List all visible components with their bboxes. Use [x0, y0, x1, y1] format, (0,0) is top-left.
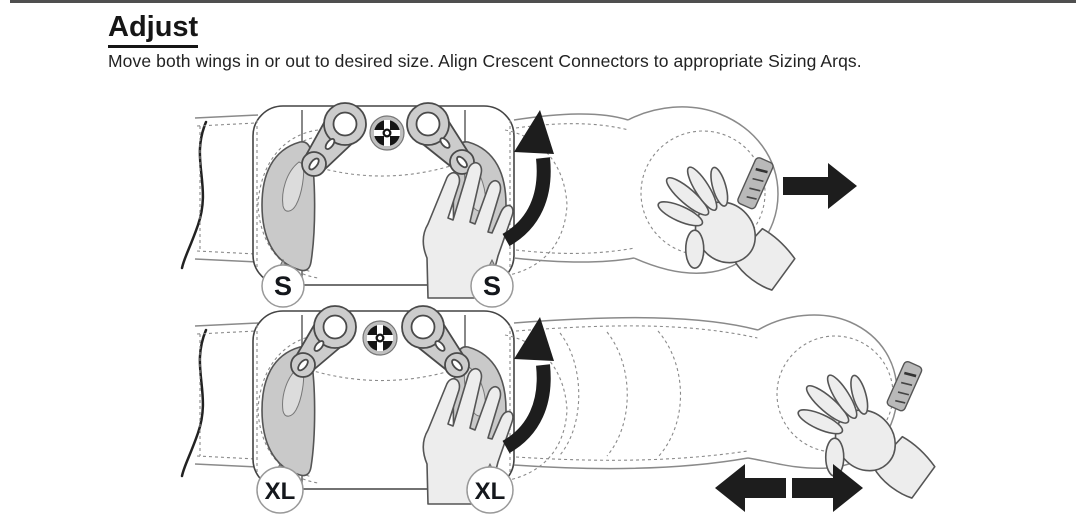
size-marker-small-left: S	[261, 258, 305, 308]
left-band	[194, 114, 259, 263]
crescent-connector-right	[406, 102, 475, 175]
diagram-small-setting: S S	[180, 102, 857, 324]
belt-edge-wave	[180, 328, 208, 478]
page-title: Adjust	[108, 11, 199, 48]
instruction-text: Move both wings in or out to desired siz…	[108, 51, 862, 71]
curved-up-arrow-icon	[502, 317, 554, 454]
curved-up-arrow-icon	[502, 110, 554, 247]
left-band	[194, 322, 259, 468]
diagram-xl-setting: XL XL	[180, 305, 946, 532]
pulley-dial-icon	[362, 320, 398, 356]
size-marker-label: XL	[475, 478, 506, 505]
left-right-arrow-icon	[715, 464, 863, 512]
pulley-dial-icon	[369, 115, 405, 151]
size-marker-small-right: S	[470, 258, 514, 308]
right-arrow-icon	[783, 163, 857, 209]
pull-tab	[886, 360, 923, 412]
belt-edge-wave	[180, 120, 208, 270]
crescent-connector-left	[290, 305, 357, 378]
crescent-connector-left	[301, 102, 367, 177]
top-rule	[10, 0, 1076, 3]
size-marker-xl-right: XL	[466, 462, 514, 514]
size-marker-xl-left: XL	[256, 462, 304, 514]
left-wing-pad	[257, 129, 319, 279]
crescent-connector-right	[401, 305, 470, 378]
size-marker-label: XL	[265, 478, 296, 505]
left-wing-pad	[257, 334, 319, 484]
pull-tab	[737, 157, 774, 210]
size-marker-label: S	[483, 271, 501, 301]
belt-strap-right	[513, 316, 771, 470]
size-marker-label: S	[274, 271, 292, 301]
